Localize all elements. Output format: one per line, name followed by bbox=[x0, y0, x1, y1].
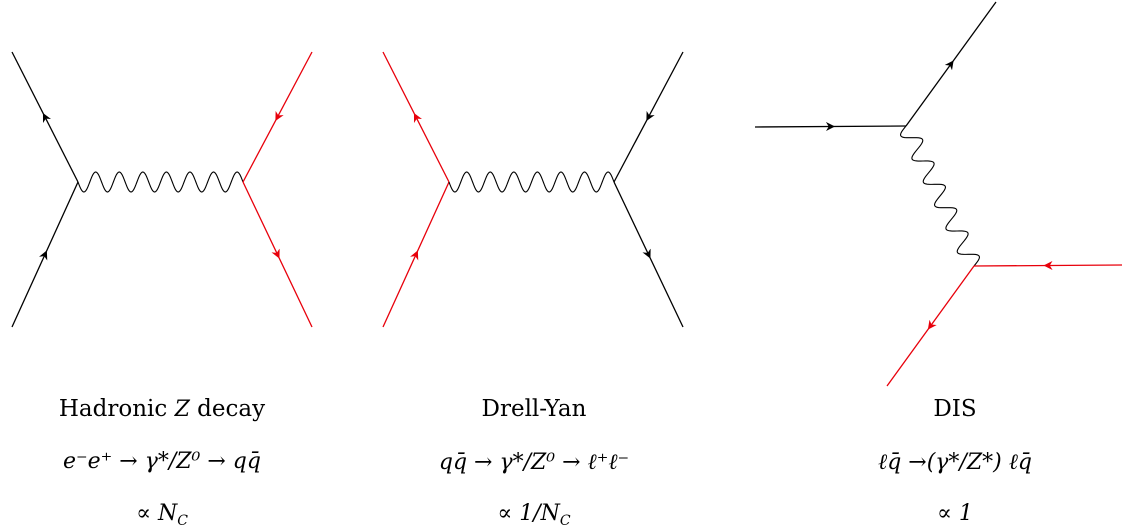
diagram-drell-yan bbox=[382, 51, 684, 328]
lepton-out-line bbox=[613, 51, 684, 183]
diagram-dis bbox=[754, 1, 1122, 387]
antiquark-out-line bbox=[886, 265, 975, 387]
caption-scaling-drell-yan: ∝ 1/NC bbox=[497, 501, 571, 529]
caption-process-dis: ℓq̄ →(γ*/Z*) ℓq̄ bbox=[878, 450, 1032, 475]
diagram-hadronic-z bbox=[11, 51, 313, 328]
boson-propagator bbox=[899, 125, 981, 267]
lepton-in-line bbox=[754, 125, 907, 128]
lepton-out-line bbox=[905, 1, 997, 127]
caption-title-dis: DIS bbox=[933, 396, 977, 422]
antilepton-out-line bbox=[613, 181, 684, 328]
quark-out-line bbox=[242, 51, 313, 183]
caption-scaling-hadronic-z: ∝ NC bbox=[136, 501, 188, 529]
caption-scaling-dis: ∝ 1 bbox=[937, 501, 973, 526]
caption-process-drell-yan: qq̄ → γ*/Z⁰ → ℓ⁺ℓ⁻ bbox=[438, 450, 630, 475]
caption-title-drell-yan: Drell-Yan bbox=[481, 396, 587, 422]
antiquark-out-line bbox=[242, 181, 313, 328]
caption-title-hadronic-z: Hadronic Z decay bbox=[58, 396, 266, 422]
boson-propagator bbox=[77, 171, 244, 193]
antiquark-in-line bbox=[973, 264, 1122, 267]
boson-propagator bbox=[448, 171, 615, 193]
positron-in-line bbox=[11, 51, 79, 183]
electron-in-line bbox=[11, 181, 79, 328]
quark-in-line bbox=[382, 181, 450, 328]
antiquark-in-line bbox=[382, 51, 450, 183]
caption-process-hadronic-z: e⁻e⁺ → γ*/Z⁰ → qq̄ bbox=[63, 449, 261, 474]
